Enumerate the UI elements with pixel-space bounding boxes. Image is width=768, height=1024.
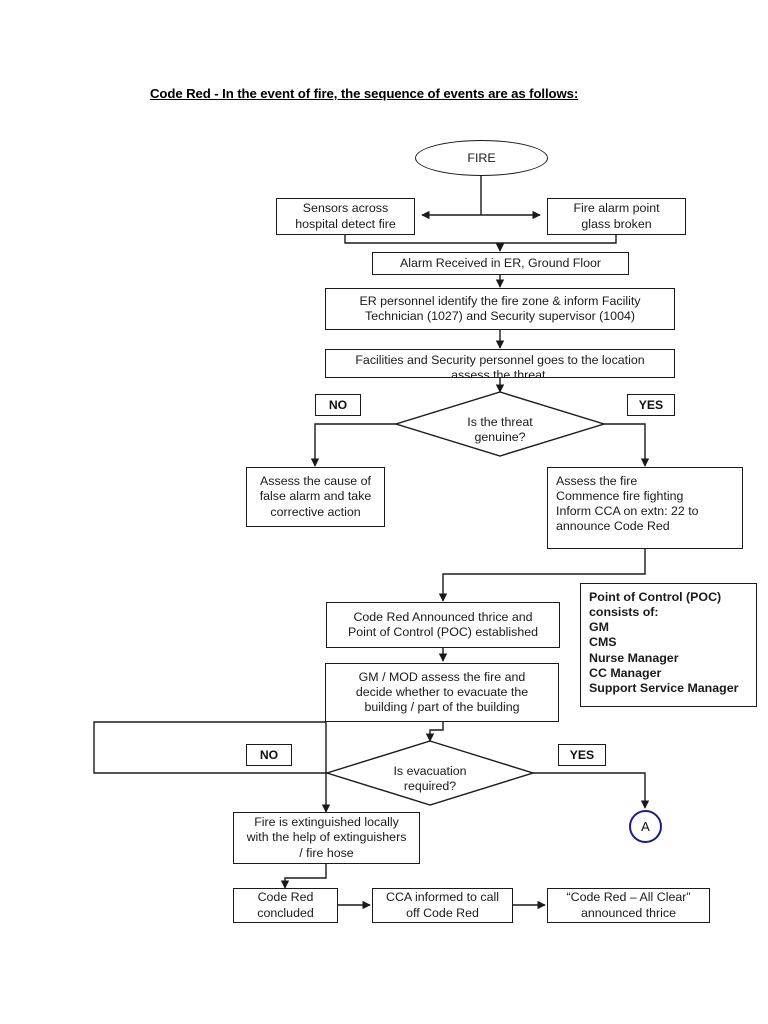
node-code-red-concluded-line2: concluded (257, 905, 314, 920)
branch-label-threat-yes-text: YES (638, 398, 664, 412)
branch-label-evacuation-yes: YES (558, 744, 606, 766)
node-assess-fire-line1: Assess the fire (556, 474, 638, 488)
branch-label-threat-no: NO (315, 394, 361, 416)
node-assess-fire: Assess the fire Commence fire fighting I… (547, 467, 743, 549)
node-code-red-announced: Code Red Announced thrice and Point of C… (326, 602, 560, 648)
node-cca-informed: CCA informed to call off Code Red (372, 888, 513, 923)
node-gm-mod-line1: GM / MOD assess the fire and (358, 669, 526, 684)
node-gm-mod-line3: building / part of the building (364, 700, 520, 715)
node-er-personnel-line2: Technician (1027) and Security superviso… (365, 309, 635, 323)
node-threat-decision: Is the threat genuine? (430, 415, 570, 445)
node-extinguished-line2: with the help of extinguishers (246, 830, 407, 845)
note-poc-line1: Point of Control (POC) (589, 590, 722, 604)
node-alarm-received: Alarm Received in ER, Ground Floor (372, 252, 629, 275)
node-evacuation-decision: Is evacuation required? (360, 764, 500, 794)
branch-label-threat-no-text: NO (328, 398, 348, 412)
node-code-red-announced-line1: Code Red Announced thrice and (353, 609, 533, 624)
node-cca-informed-line2: off Code Red (406, 905, 479, 920)
node-false-alarm-line2: false alarm and take (259, 489, 372, 504)
node-evacuation-decision-line1: Is evacuation (393, 764, 467, 778)
node-sensors-line2: hospital detect fire (295, 216, 396, 231)
node-er-personnel-line1: ER personnel identify the fire zone & in… (359, 293, 641, 308)
node-threat-decision-line2: genuine? (474, 430, 526, 445)
node-er-personnel: ER personnel identify the fire zone & in… (325, 288, 675, 330)
note-poc-line5: Nurse Manager (589, 650, 679, 665)
node-false-alarm-line3: corrective action (270, 504, 361, 519)
node-fire-label: FIRE (467, 151, 496, 165)
page-title: Code Red - In the event of fire, the seq… (150, 86, 579, 101)
node-code-red-concluded: Code Red concluded (233, 888, 338, 923)
node-all-clear-line2: announced thrice (580, 905, 677, 920)
node-fire-start: FIRE (415, 140, 548, 176)
node-false-alarm: Assess the cause of false alarm and take… (246, 467, 385, 527)
node-extinguished-line1: Fire is extinguished locally (254, 815, 399, 830)
branch-label-threat-yes: YES (627, 394, 675, 416)
node-extinguished: Fire is extinguished locally with the he… (233, 812, 420, 864)
node-gm-mod: GM / MOD assess the fire and decide whet… (325, 663, 559, 722)
branch-label-evacuation-no: NO (246, 744, 292, 766)
branch-label-evacuation-yes-text: YES (569, 748, 595, 762)
offpage-connector-a-label: A (641, 819, 650, 834)
node-cca-informed-line1: CCA informed to call (386, 890, 499, 905)
node-threat-decision-line1: Is the threat (467, 415, 533, 429)
node-code-red-announced-line2: Point of Control (POC) established (347, 625, 539, 639)
node-all-clear: “Code Red – All Clear” announced thrice (547, 888, 710, 923)
note-poc-line7: Support Service Manager (589, 680, 739, 695)
node-false-alarm-line1: Assess the cause of (260, 474, 371, 489)
node-sensors: Sensors across hospital detect fire (276, 198, 415, 235)
branch-label-evacuation-no-text: NO (259, 748, 279, 762)
note-poc-line2: consists of: (589, 605, 659, 620)
node-assess-fire-line4: announce Code Red (556, 519, 670, 534)
node-sensors-line1: Sensors across (302, 201, 389, 216)
node-facilities-line1: Facilities and Security personnel goes t… (355, 353, 645, 367)
node-code-red-concluded-line1: Code Red (257, 890, 314, 905)
node-all-clear-line1: “Code Red – All Clear” (566, 890, 691, 905)
note-poc-line3: GM (589, 620, 609, 635)
node-glass-broken-line1: Fire alarm point (573, 201, 660, 216)
node-facilities: Facilities and Security personnel goes t… (325, 349, 675, 378)
note-poc-line6: CC Manager (589, 665, 662, 680)
note-poc-line4: CMS (589, 635, 617, 650)
node-facilities-line2: assess the threat. (451, 368, 549, 378)
node-glass-broken: Fire alarm point glass broken (547, 198, 686, 235)
node-gm-mod-line2: decide whether to evacuate the (355, 684, 529, 699)
node-evacuation-decision-line2: required? (403, 779, 457, 794)
node-glass-broken-line2: glass broken (581, 216, 652, 231)
node-assess-fire-line3: Inform CCA on extn: 22 to (556, 504, 699, 519)
offpage-connector-a: A (629, 810, 662, 843)
node-assess-fire-line2: Commence fire fighting (556, 489, 684, 504)
node-alarm-received-label: Alarm Received in ER, Ground Floor (399, 255, 602, 270)
note-point-of-control: Point of Control (POC) consists of: GM C… (580, 583, 757, 707)
node-extinguished-line3: / fire hose (299, 845, 354, 860)
